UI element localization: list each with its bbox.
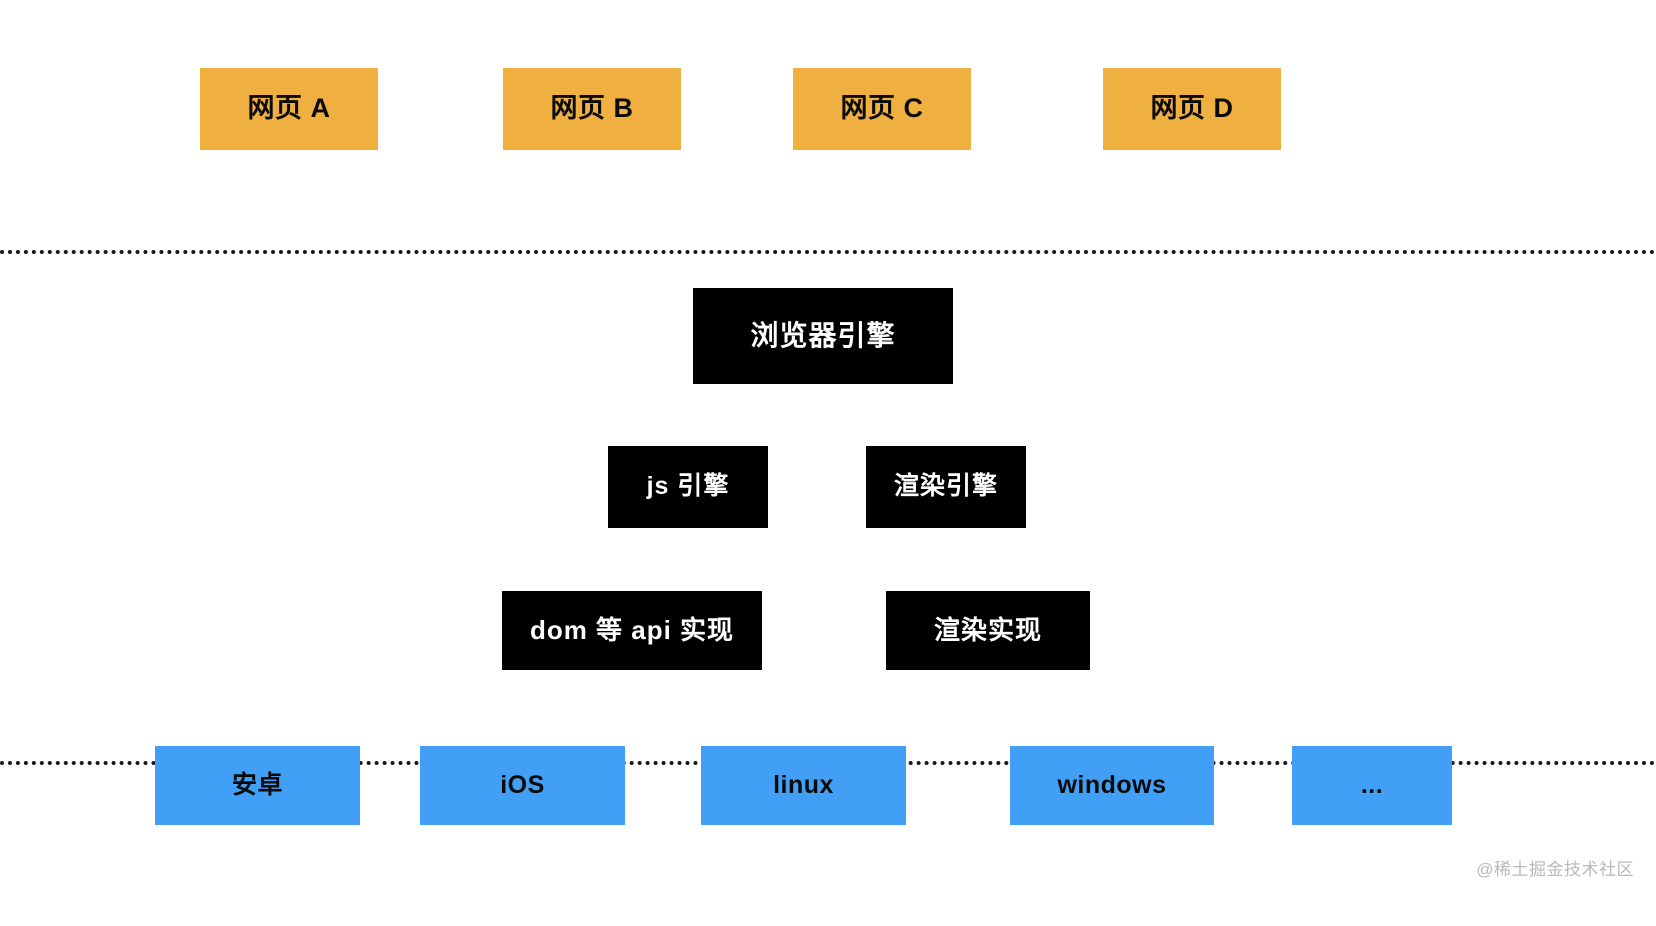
node-render-implementation[interactable]: 渲染实现 — [886, 591, 1090, 670]
node-dom-api-implementation[interactable]: dom 等 api 实现 — [502, 591, 762, 670]
watermark: @稀土掘金技术社区 — [1476, 860, 1634, 879]
divider-pages-engine — [0, 250, 1656, 254]
node-os-ios[interactable]: iOS — [420, 746, 625, 825]
node-os-android[interactable]: 安卓 — [155, 746, 360, 825]
node-page-a[interactable]: 网页 A — [200, 68, 378, 150]
node-page-c[interactable]: 网页 C — [793, 68, 971, 150]
node-browser-engine[interactable]: 浏览器引擎 — [693, 288, 953, 384]
node-os-more[interactable]: ... — [1292, 746, 1452, 825]
node-page-b[interactable]: 网页 B — [503, 68, 681, 150]
node-js-engine[interactable]: js 引擎 — [608, 446, 768, 528]
node-render-engine[interactable]: 渲染引擎 — [866, 446, 1026, 528]
node-page-d[interactable]: 网页 D — [1103, 68, 1281, 150]
node-os-linux[interactable]: linux — [701, 746, 906, 825]
node-os-windows[interactable]: windows — [1010, 746, 1214, 825]
